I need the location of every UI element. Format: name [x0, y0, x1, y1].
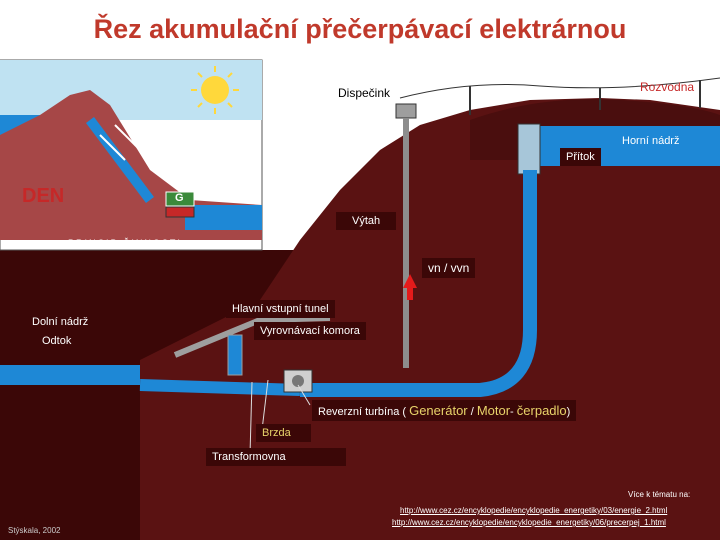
label-transformovna: Transformovna [206, 448, 346, 466]
penstock [300, 170, 537, 397]
access-tunnel [173, 315, 331, 358]
label-reverzni-turbina: Reverzní turbína ( Generátor / Motor- če… [312, 400, 577, 421]
inset-principle-diagram [0, 59, 263, 251]
power-line [399, 77, 720, 99]
label-pritok: Přítok [560, 148, 601, 166]
inset-caption: PRINCIP ČINNOSTI [68, 238, 182, 248]
inset-lower-water [185, 205, 262, 230]
reverzni-sep2: - [510, 406, 517, 418]
page-title: Řez akumulační přečerpávací elektrárnou [93, 14, 627, 44]
label-dispecink: Dispečink [338, 86, 391, 100]
label-brzda: Brzda [256, 424, 311, 442]
inset-pipe [86, 117, 154, 203]
sun-rays [191, 66, 239, 114]
label-vytah: Výtah [336, 212, 397, 230]
label-vyrovnavaci: Vyrovnávací komora [254, 322, 366, 340]
label-odtok: Odtok [42, 335, 72, 347]
footer-link-1[interactable]: http://www.cez.cz/encyklopedie/encyklope… [400, 506, 668, 515]
footer-more-info: Více k tématu na: [628, 490, 691, 499]
footer-credit: Stýskala, 2002 [8, 526, 61, 535]
red-arrow-icon [403, 274, 417, 288]
label-dolni-nadrz: Dolní nádrž [32, 316, 89, 328]
reverzni-motor: Motor [476, 403, 511, 418]
elevator-shaft [403, 118, 409, 368]
label-hlavni-tunel: Hlavní vstupní tunel [226, 300, 335, 318]
reverzni-sep1: / [467, 406, 477, 418]
reverzni-prefix: Reverzní turbína ( [318, 406, 410, 418]
label-rozvodna: Rozvodna [640, 80, 695, 94]
tailrace-tunnel [139, 379, 301, 396]
inset-mountain [0, 90, 262, 240]
callout-line [249, 381, 253, 456]
label-horni-nadrz: Horní nádrž [616, 132, 686, 150]
intake-tower [517, 123, 541, 175]
callout-line [261, 379, 269, 431]
footer-link-2[interactable]: http://www.cez.cz/encyklopedie/encyklope… [392, 518, 666, 527]
dispatch-building [395, 103, 417, 119]
inset-arrow [99, 134, 126, 161]
reverzni-generator: Generátor [409, 403, 468, 418]
sun-icon [201, 76, 229, 104]
inset-generator-label: G [175, 192, 184, 204]
reverzni-suffix: ) [566, 406, 571, 418]
surge-chamber [227, 334, 243, 376]
lower-reservoir-water [0, 365, 140, 385]
generator-base [165, 206, 195, 218]
callout-line [297, 384, 311, 406]
inset-mode-label: DEN [22, 185, 65, 207]
reverzni-cerpadlo: čerpadlo [516, 403, 567, 418]
generator-box [165, 191, 195, 207]
label-vn-vvn: vn / vvn [422, 258, 476, 278]
inset-arrow [114, 124, 141, 151]
turbine-icon [292, 375, 304, 387]
